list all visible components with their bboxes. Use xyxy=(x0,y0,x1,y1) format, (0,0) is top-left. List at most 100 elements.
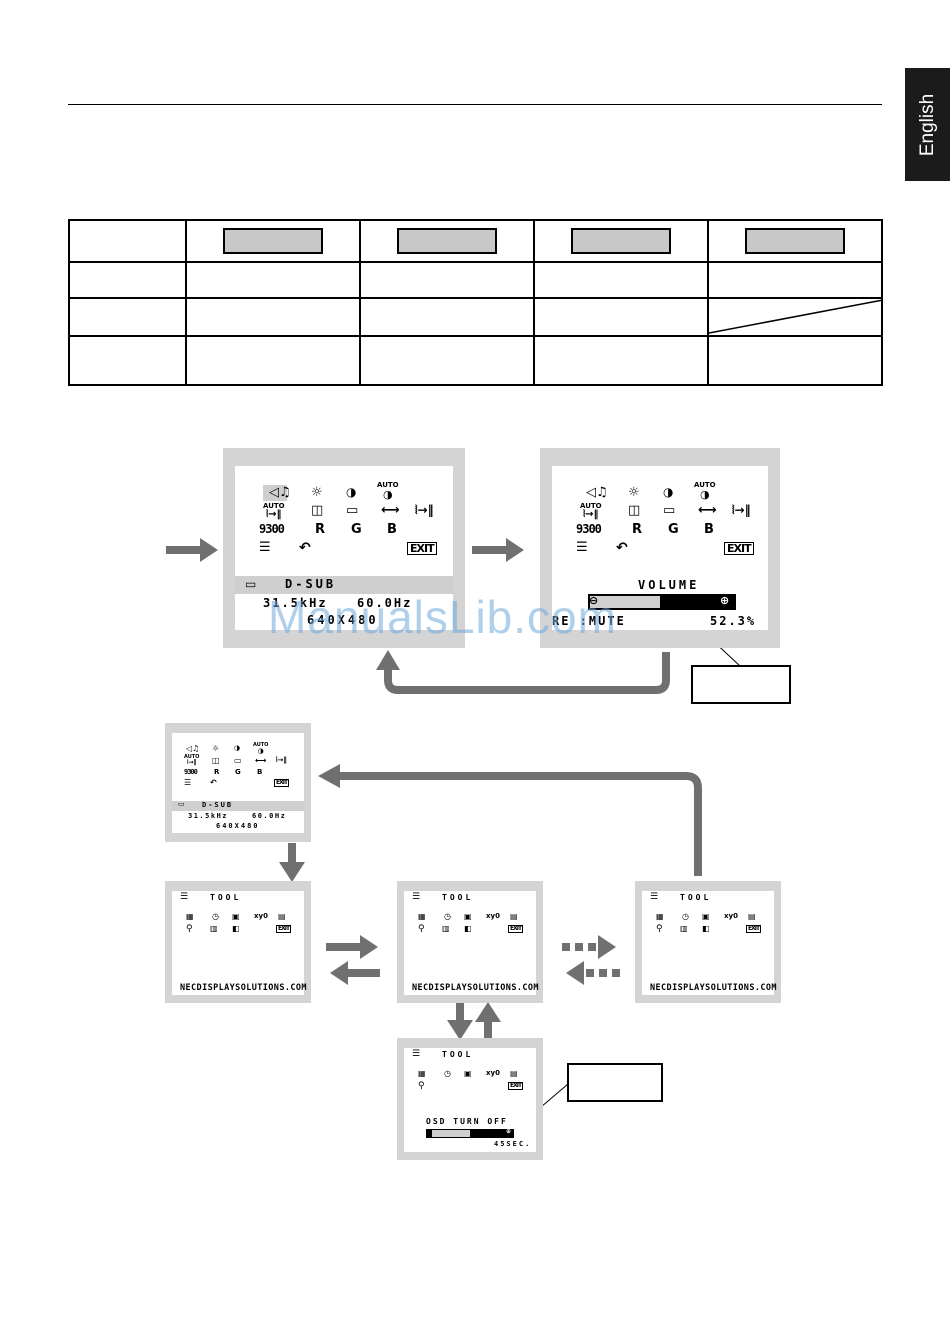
osd-tool-panel: ☰ TOOL ▦ ◷ ▣ xy0 ▤ ⚲ ▥ ◧ EXIT NECDISPLAY… xyxy=(172,891,307,995)
video-detect-icon: ◧ xyxy=(464,924,472,933)
osd-timer-icon: ◷ xyxy=(212,912,219,921)
table-row xyxy=(68,297,883,337)
callout-box-volume xyxy=(691,665,791,704)
osd-tool-screen-1: ☰ TOOL ▦ ◷ ▣ xy0 ▤ ⚲ ▥ ◧ EXIT NECDISPLAY… xyxy=(165,881,311,1003)
table-row xyxy=(68,261,883,299)
volume-slider[interactable]: ⊖ ⊕ xyxy=(588,594,736,610)
minus-icon[interactable]: ⊖ xyxy=(589,594,599,607)
osd-tool-screen-2: ☰ TOOL ▦ ◷ ▣ xy0 ▤ ⚲ ▥ ◧ EXIT NECDISPLAY… xyxy=(397,881,543,1003)
lock-icon: ▣ xyxy=(464,1069,472,1078)
exit-icon: EXIT xyxy=(276,925,292,933)
header-rule xyxy=(68,104,882,105)
tool-icon: ☰ xyxy=(650,892,659,902)
input-band xyxy=(235,576,453,594)
tool-icon: ☰ xyxy=(259,540,271,555)
left-right-icon: ◫ xyxy=(311,503,324,518)
tool-icon: ☰ xyxy=(184,778,192,787)
information-icon: ▤ xyxy=(510,1069,518,1078)
watermark: ManualsLib.com xyxy=(268,591,617,643)
osd-timer-icon: ◷ xyxy=(444,912,451,921)
exit-icon: EXIT xyxy=(508,1082,524,1090)
green-label: G xyxy=(668,522,679,537)
tool-icon: ☰ xyxy=(412,1049,421,1059)
osd-timer-icon: ◷ xyxy=(444,1069,451,1078)
table-cell xyxy=(185,261,361,299)
auto-adjust-icon: AUTO⦚→‖ xyxy=(263,502,285,520)
information-icon: ▤ xyxy=(278,912,286,921)
lock-icon: ▣ xyxy=(232,912,240,921)
osd-turnoff-slider-fill xyxy=(432,1130,470,1137)
osd-turnoff-slider[interactable]: ⊖ ⊕ xyxy=(426,1129,514,1138)
language-icon: ▦ xyxy=(656,912,664,921)
tool-title: TOOL xyxy=(442,1050,474,1059)
table-cell xyxy=(707,261,883,299)
information-icon: ▤ xyxy=(510,912,518,921)
table-cell xyxy=(533,335,709,386)
table-header-row xyxy=(68,219,883,263)
osd-tool-screen-3: ☰ TOOL ▦ ◷ ▣ xy0 ▤ ⚲ ▥ ◧ EXIT NECDISPLAY… xyxy=(635,881,781,1003)
table-cell xyxy=(185,297,361,337)
zoom-icon: ⚲ xyxy=(186,924,193,934)
table-cell xyxy=(707,335,883,386)
volume-icon: ◁♫ xyxy=(586,485,608,500)
input-name: D-SUB xyxy=(285,577,337,591)
blue-label: B xyxy=(257,768,263,776)
url-text: NECDISPLAYSOLUTIONS.COM xyxy=(412,983,539,993)
volume-icon: ◁♫ xyxy=(186,744,200,753)
auto-contrast-icon: AUTO◑ xyxy=(694,481,716,501)
sharpness-icon: ▥ xyxy=(680,924,688,933)
callout-box-osd-turnoff xyxy=(567,1063,663,1102)
auto-contrast-icon: AUTO◑ xyxy=(377,481,399,501)
plus-icon[interactable]: ⊕ xyxy=(720,594,730,607)
h-size-icon: ▭ xyxy=(234,756,242,765)
table-cell xyxy=(68,297,187,337)
header-button-4 xyxy=(745,228,845,254)
plus-icon[interactable]: ⊕ xyxy=(506,1128,512,1135)
table-cell xyxy=(185,335,361,386)
osd-timer-icon: ◷ xyxy=(682,912,689,921)
resolution: 640X480 xyxy=(216,822,260,830)
header-button-3 xyxy=(571,228,671,254)
h-size-icon: ▭ xyxy=(346,503,359,518)
h-position-icon: ⟷ xyxy=(255,756,267,765)
dcc-icon: xy0 xyxy=(486,912,500,920)
h-frequency: 31.5kHz xyxy=(263,596,328,610)
dcc-icon: xy0 xyxy=(486,1069,500,1077)
tool-title: TOOL xyxy=(680,893,712,902)
minus-icon[interactable]: ⊖ xyxy=(426,1128,432,1135)
exit-icon: EXIT xyxy=(746,925,762,933)
volume-title: VOLUME xyxy=(638,578,700,592)
osd-turnoff-value: 45SEC. xyxy=(494,1140,532,1148)
volume-icon: ◁♫ xyxy=(269,485,291,500)
sharpness-icon: ▥ xyxy=(442,924,450,933)
h-position-icon: ⟷ xyxy=(381,503,400,518)
left-right-icon: ◫ xyxy=(628,503,641,518)
contrast-icon: ◑ xyxy=(663,485,674,499)
zoom-icon: ⚲ xyxy=(418,924,425,934)
table-cell xyxy=(359,261,535,299)
osd-volume-panel: ◁♫ ☼ ◑ AUTO◑ AUTO⦚→‖ ◫ ▭ ⟷ ⦚→‖ 9300 R G … xyxy=(552,466,768,630)
table-cell xyxy=(68,219,187,263)
language-tab[interactable]: English xyxy=(905,68,950,181)
information-icon: ▤ xyxy=(748,912,756,921)
input-name: D-SUB xyxy=(202,801,234,809)
diagonal-line xyxy=(709,299,883,334)
table-cell xyxy=(533,219,709,263)
tool-icon: ☰ xyxy=(180,892,189,902)
osd-tool-panel: ☰ TOOL ▦ ◷ ▣ xy0 ▤ ⚲ ▥ ◧ EXIT NECDISPLAY… xyxy=(404,891,539,995)
url-text: NECDISPLAYSOLUTIONS.COM xyxy=(180,983,307,993)
table-cell xyxy=(185,219,361,263)
video-detect-icon: ◧ xyxy=(232,924,240,933)
lock-icon: ▣ xyxy=(702,912,710,921)
blue-label: B xyxy=(387,522,397,537)
osd-turnoff-screen: ☰ TOOL ▦ ◷ ▣ xy0 ▤ ⚲ EXIT OSD TURN OFF ⊖… xyxy=(397,1038,543,1160)
vga-connector-icon: ▭ xyxy=(245,577,257,591)
osd-volume-screen: ◁♫ ☼ ◑ AUTO◑ AUTO⦚→‖ ◫ ▭ ⟷ ⦚→‖ 9300 R G … xyxy=(540,448,780,648)
table-cell xyxy=(359,335,535,386)
brightness-icon: ☼ xyxy=(212,744,220,753)
table-cell xyxy=(359,219,535,263)
reset-mute-label: RE :MUTE xyxy=(552,614,626,628)
resolution: 640X480 xyxy=(307,613,379,627)
header-button-2 xyxy=(397,228,497,254)
